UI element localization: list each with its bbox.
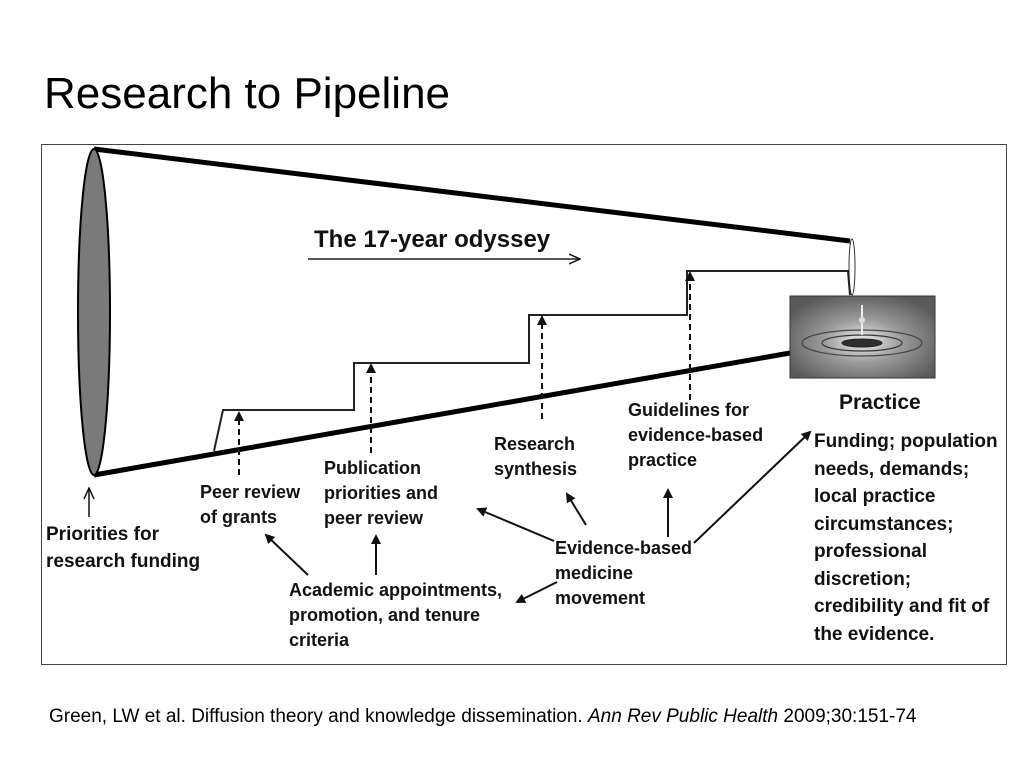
pipeline-graphic	[77, 146, 936, 603]
label-peer-review-grants: Peer review of grants	[200, 482, 301, 527]
pipeline-top-edge	[93, 146, 851, 244]
label-research-synthesis: Research synthesis	[494, 434, 578, 479]
label-publication: Publication priorities and peer review	[324, 458, 439, 528]
citation-volume: 2009;30:151-74	[778, 706, 917, 727]
arrow-ebm-to-academic	[515, 581, 558, 603]
staircase-path	[213, 270, 851, 452]
label-academic: Academic appointments, promotion, and te…	[289, 580, 503, 650]
citation-journal: Ann Rev Public Health	[587, 706, 779, 727]
pipeline-outlet	[848, 238, 856, 296]
label-ebm: Evidence-based medicine movement	[555, 538, 693, 608]
practice-title: Practice	[839, 391, 921, 414]
label-priorities: Priorities for research funding	[46, 524, 201, 572]
slide-title: Research to Pipeline	[44, 69, 451, 118]
arrow-ebm-to-publication	[476, 507, 555, 542]
label-practice-factors: Funding; population needs, demands; loca…	[814, 431, 998, 645]
arrow-academic-to-grants	[264, 533, 309, 576]
label-guidelines: Guidelines for evidence-based practice	[628, 400, 764, 470]
pipeline-opening	[77, 148, 111, 476]
water-drop-icon	[789, 295, 936, 379]
diagram-heading: The 17-year odyssey	[314, 226, 551, 253]
pipeline-diagram: The 17-year odyssey Practice Priorities …	[41, 144, 1007, 665]
arrow-ebm-to-practice	[693, 430, 812, 544]
arrow-ebm-to-synthesis	[565, 492, 587, 526]
pipeline-bottom-edge	[93, 350, 791, 478]
citation-text: Green, LW et al. Diffusion theory and kn…	[49, 706, 588, 727]
citation: Green, LW et al. Diffusion theory and kn…	[49, 704, 917, 730]
